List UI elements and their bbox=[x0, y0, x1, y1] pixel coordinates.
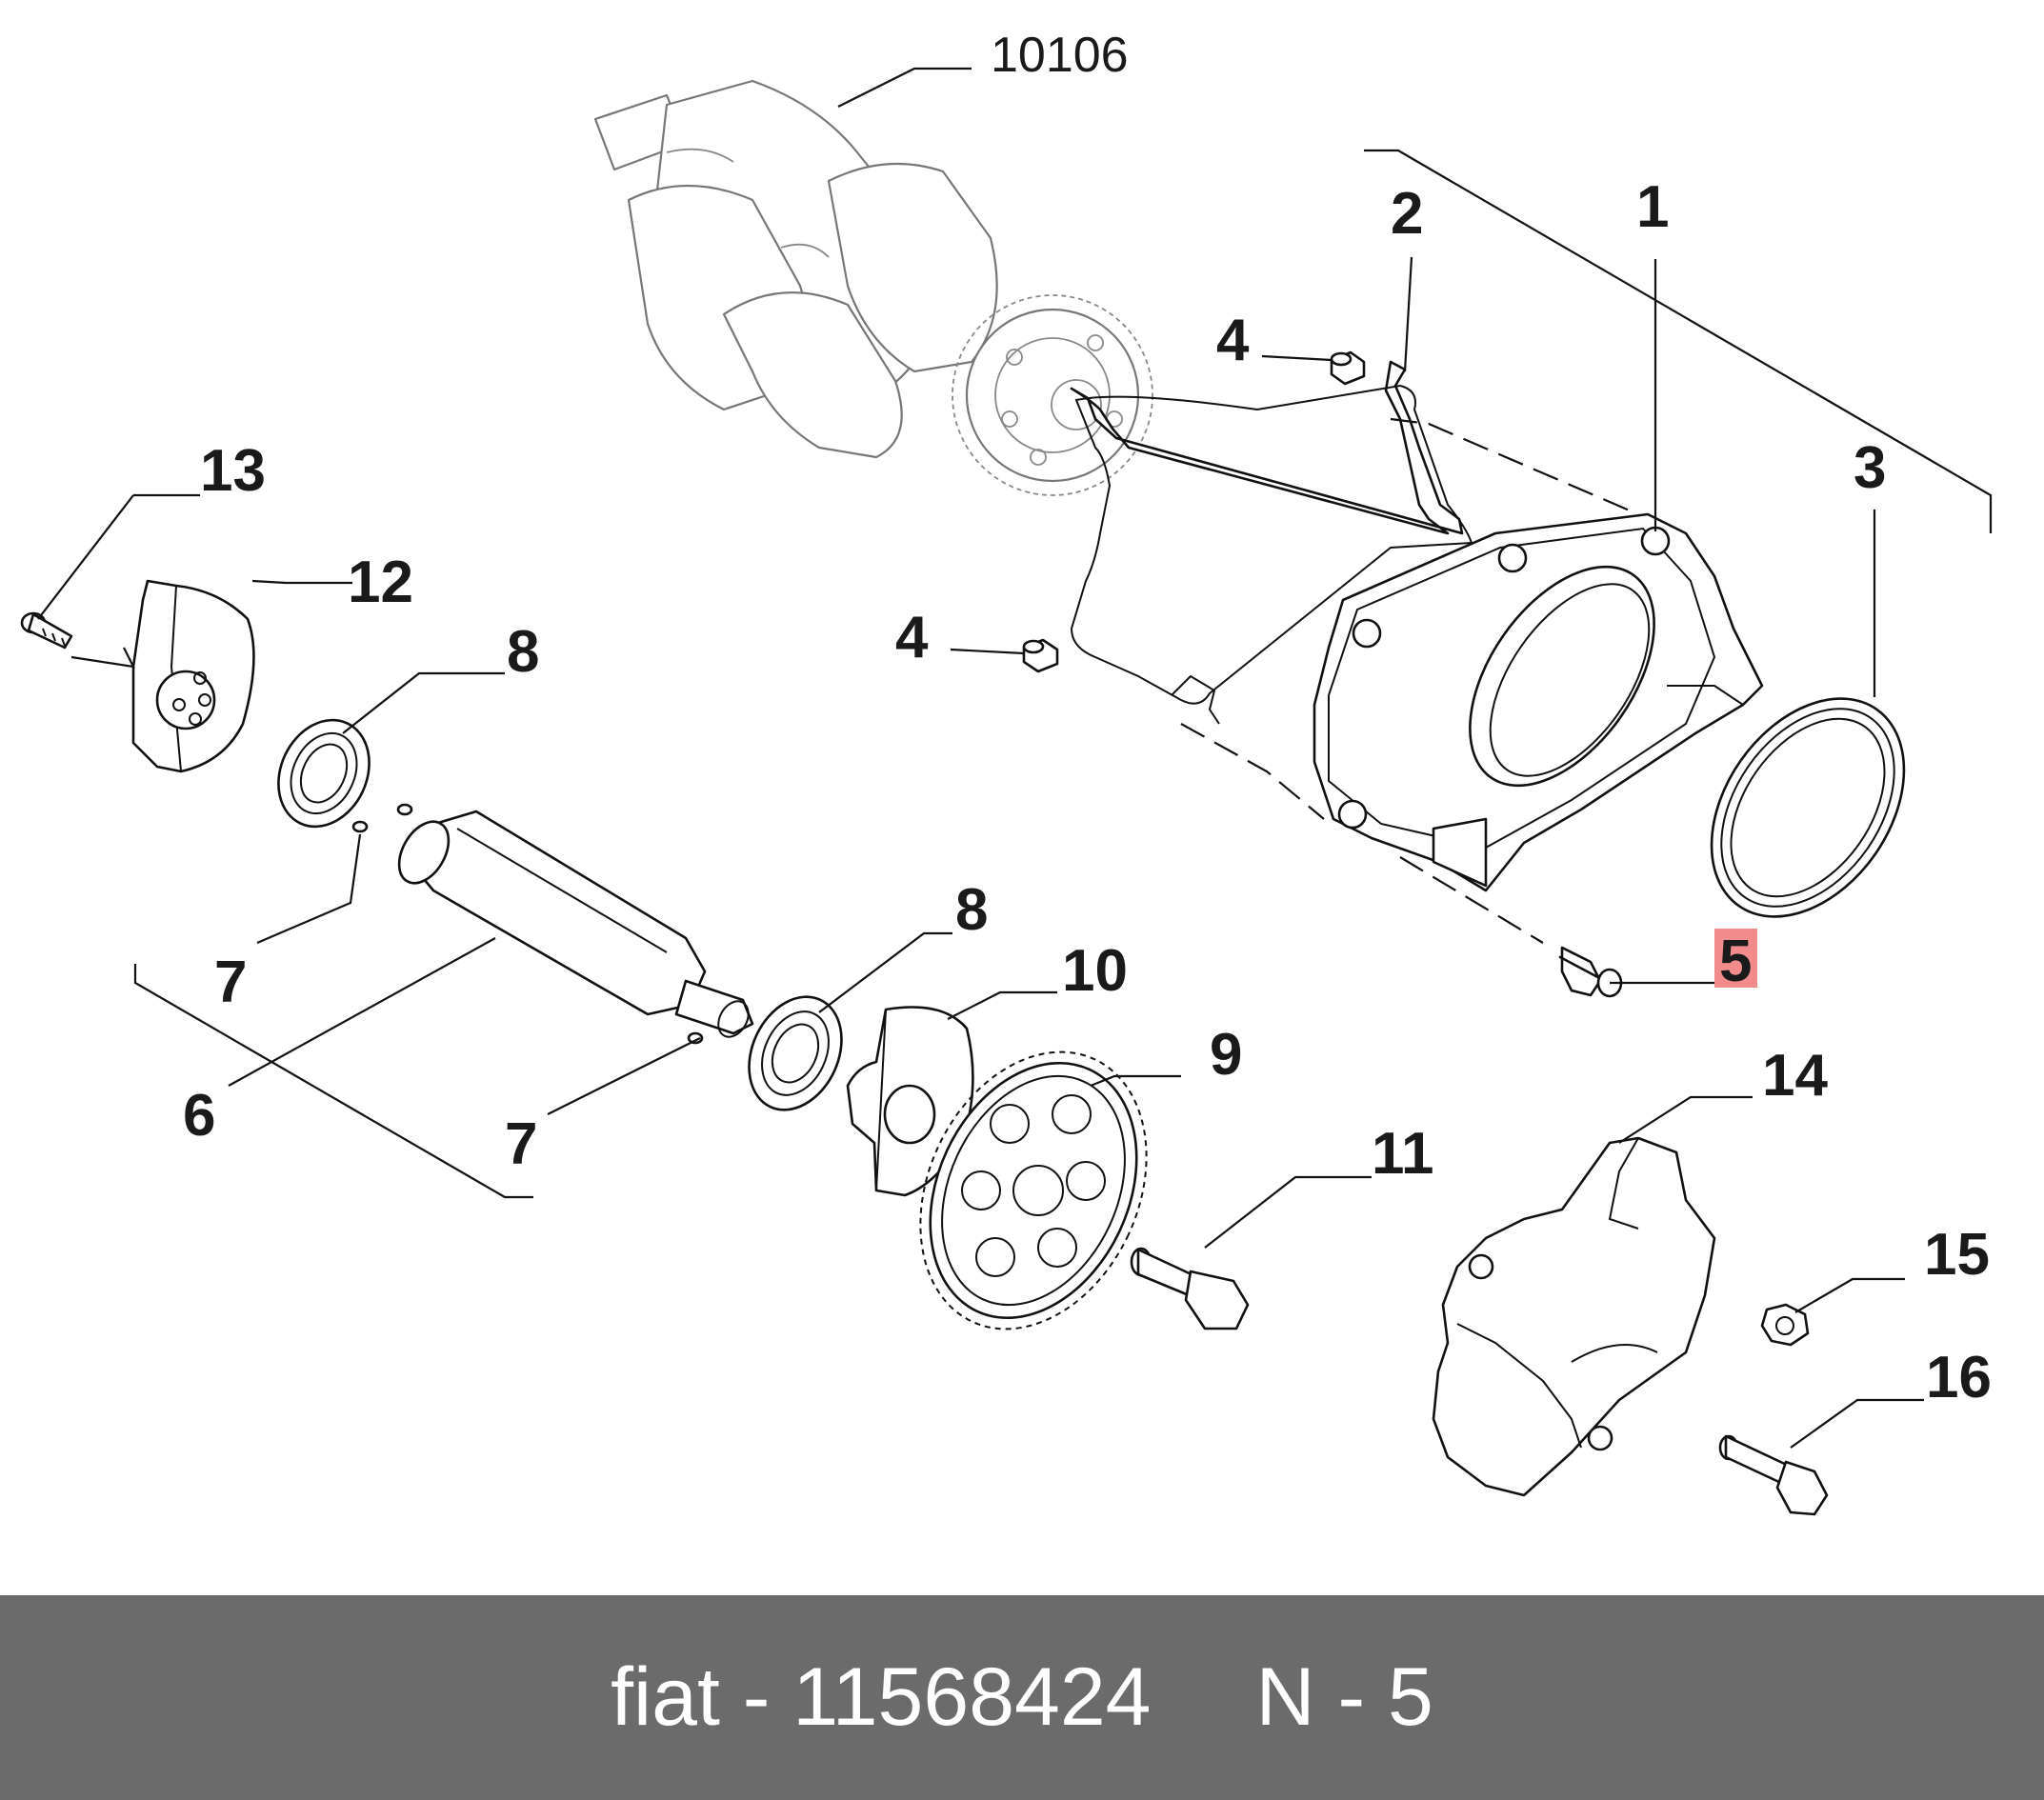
callout-7-lower: 7 bbox=[505, 1111, 537, 1177]
callout-1: 1 bbox=[1636, 174, 1669, 240]
group-bracket-upper bbox=[1364, 149, 1993, 533]
callout-11: 11 bbox=[1372, 1121, 1434, 1187]
bolt-part-11 bbox=[1130, 1247, 1250, 1330]
leader-10106 bbox=[837, 67, 972, 108]
callout-8-upper: 8 bbox=[507, 619, 539, 685]
pin-7-b bbox=[396, 803, 413, 816]
dowel-pin-lower bbox=[1022, 638, 1059, 673]
callout-6: 6 bbox=[183, 1083, 215, 1149]
part-number-footer: fiat - 11568424 N - 5 bbox=[0, 1595, 2044, 1800]
callout-14: 14 bbox=[1762, 1043, 1828, 1109]
callout-7-upper: 7 bbox=[214, 950, 247, 1015]
dowel-pin-upper bbox=[1330, 350, 1366, 386]
counterweight-part-12 bbox=[131, 579, 255, 773]
balance-shaft-part-6 bbox=[397, 810, 754, 1038]
callout-9: 9 bbox=[1210, 1022, 1242, 1088]
callout-16: 16 bbox=[1926, 1345, 1992, 1410]
oil-seal-ring bbox=[1710, 697, 1906, 918]
callout-10: 10 bbox=[1062, 938, 1128, 1004]
highlight-box-5 bbox=[1714, 929, 1757, 988]
gear-part-9 bbox=[919, 1050, 1148, 1330]
exploded-parts-diagram: 10106 bbox=[20, 28, 1993, 1516]
lower-cover-part-14 bbox=[1432, 1136, 1716, 1497]
pin-7-a bbox=[351, 820, 369, 833]
bolt-part-16 bbox=[1718, 1434, 1829, 1516]
timing-cover bbox=[1313, 512, 1764, 892]
reference-label: 10106 bbox=[991, 28, 1129, 83]
bolt-part-13 bbox=[20, 611, 73, 650]
gasket-outline bbox=[1070, 384, 1473, 705]
group-bracket-lower bbox=[133, 964, 533, 1199]
callout-5-highlighted: 5 bbox=[1719, 929, 1752, 994]
pin-7-c bbox=[687, 1031, 704, 1045]
callout-4-upper: 4 bbox=[1216, 308, 1250, 373]
nut-part-15 bbox=[1760, 1303, 1810, 1347]
callout-4-lower: 4 bbox=[895, 605, 929, 670]
callout-3: 3 bbox=[1854, 435, 1886, 501]
callout-13: 13 bbox=[200, 438, 266, 504]
diagram-reference-text: N - 5 bbox=[1255, 1651, 1433, 1743]
callout-15: 15 bbox=[1924, 1222, 1990, 1288]
callout-12: 12 bbox=[348, 550, 413, 615]
cover-bolt-part-5 bbox=[1558, 946, 1623, 998]
counterweight-part-10 bbox=[846, 1006, 974, 1197]
crankshaft-reference-part bbox=[593, 79, 1153, 496]
callout-8-lower: 8 bbox=[955, 877, 988, 943]
bearing-lower-part-8 bbox=[748, 995, 843, 1111]
bearing-upper-part-8 bbox=[277, 718, 371, 829]
part-number-text: fiat - 11568424 bbox=[611, 1651, 1152, 1743]
callout-2: 2 bbox=[1391, 181, 1423, 247]
